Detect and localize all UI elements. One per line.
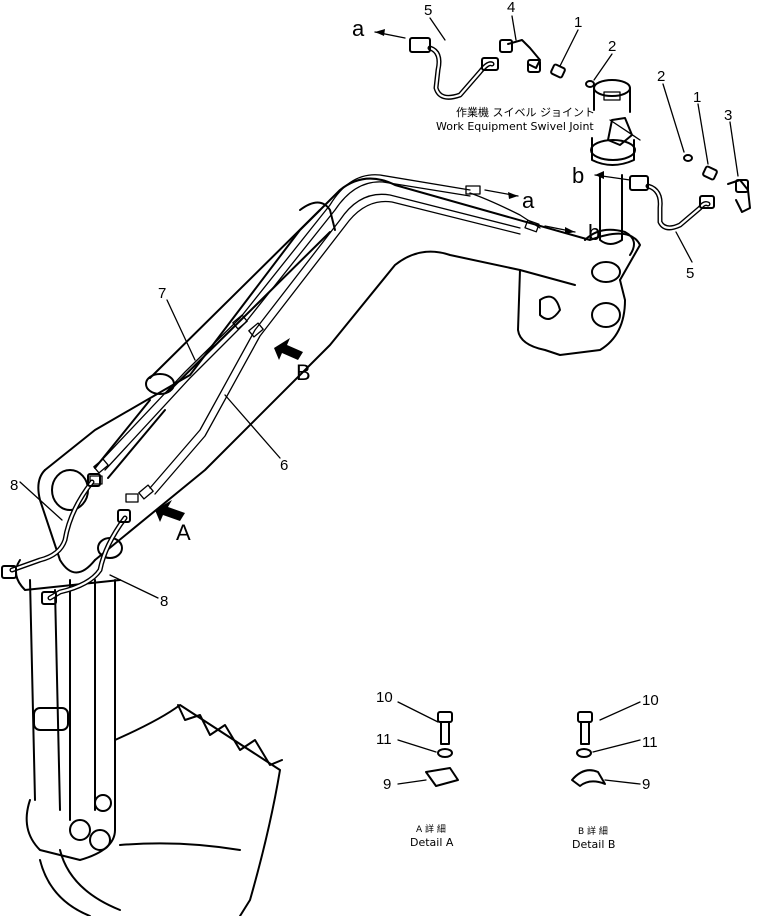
boom-piping (89, 174, 541, 503)
ref-b-right: b (572, 163, 584, 188)
leader-lines (19, 15, 739, 599)
callout-5-right: 5 (686, 265, 694, 282)
callout-9-a: 9 (383, 776, 391, 793)
detail-b-label-jp: B 詳 細 (578, 825, 608, 837)
swivel-joint (590, 79, 636, 245)
callout-2-top: 2 (608, 38, 616, 55)
labels: 5 4 1 2 2 1 3 5 7 6 8 8 10 11 9 10 11 9 … (10, 0, 732, 851)
ref-detail-A: A (176, 520, 191, 545)
top-hose-assembly (409, 37, 595, 100)
callout-9-b: 9 (642, 776, 650, 793)
detail-b-label-en: Detail B (572, 838, 615, 851)
callout-6: 6 (280, 457, 288, 474)
bucket (39, 704, 283, 916)
callout-1-right: 1 (693, 89, 701, 106)
detail-b-parts (571, 701, 641, 787)
swivel-joint-label-jp: 作業機 スイベル ジョイント (456, 105, 595, 119)
boom (37, 177, 641, 574)
arm (15, 559, 121, 861)
ref-detail-B: B (296, 360, 311, 385)
detail-a-label-en: Detail A (410, 836, 454, 849)
callout-8-bottom: 8 (160, 593, 168, 610)
swivel-joint-label-en: Work Equipment Swivel Joint (436, 120, 594, 133)
callout-4: 4 (507, 0, 515, 16)
detail-a-label-jp: A 詳 細 (416, 823, 446, 835)
boom-end-hoses (1, 473, 131, 605)
callout-3: 3 (724, 107, 732, 124)
callout-5-top: 5 (424, 2, 432, 19)
ref-a-boom: a (522, 188, 535, 213)
boom-cylinder (94, 201, 336, 479)
callout-11-b: 11 (642, 734, 658, 751)
ref-b-boom: b (588, 220, 600, 245)
callout-11-a: 11 (376, 731, 392, 748)
callout-10-b: 10 (642, 692, 659, 709)
ref-a-top: a (352, 16, 365, 41)
detail-a-parts (397, 701, 459, 787)
callout-2-right: 2 (657, 68, 665, 85)
callout-7: 7 (158, 285, 166, 302)
callout-10-a: 10 (376, 689, 393, 706)
callout-8-left: 8 (10, 477, 18, 494)
right-hose-assembly (629, 154, 751, 231)
callout-1-top: 1 (574, 14, 582, 31)
